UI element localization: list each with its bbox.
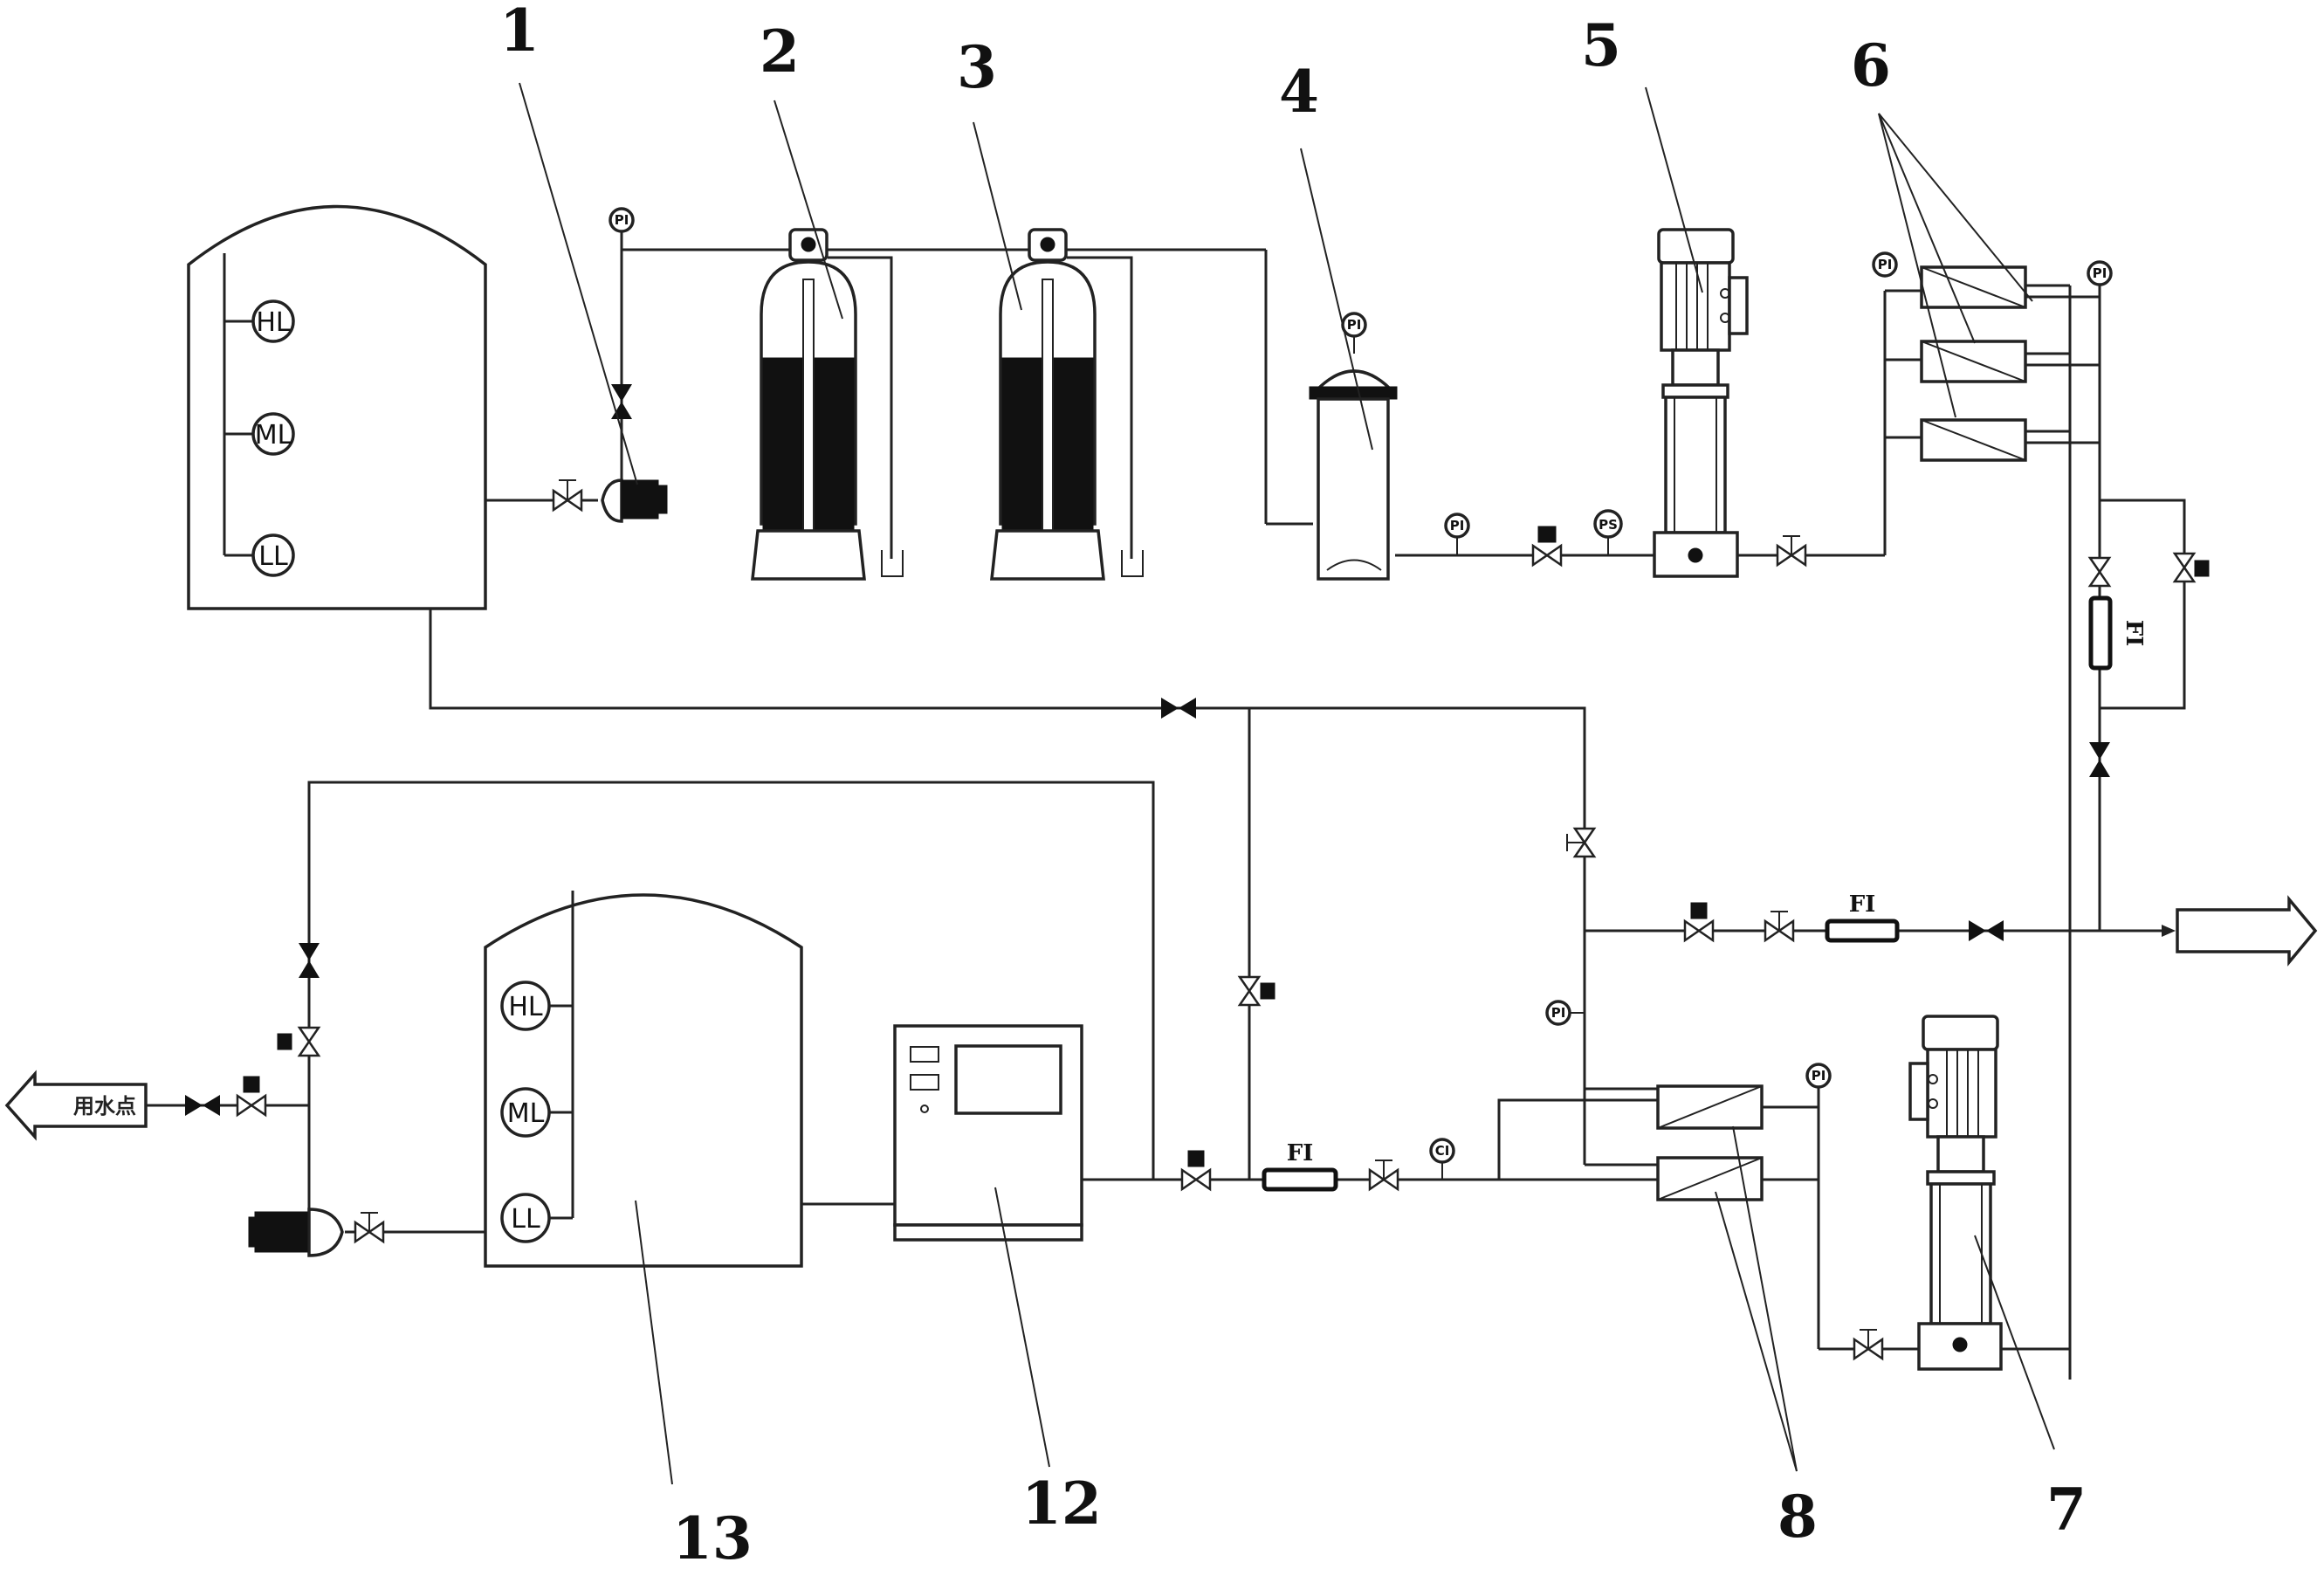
callout-13: 13 [672,1504,753,1569]
gauge-pi-6: PI [1805,1063,1832,1089]
check-valve-icon [1161,698,1196,719]
first-stage-ro-membranes [1920,265,2027,462]
svg-text:用水点: 用水点 [73,1094,136,1118]
conductivity-ci: CI [1429,1138,1455,1180]
callouts: 1 2 3 4 5 6 7 8 12 13 [499,0,2087,1569]
control-cabinet [893,1024,1083,1242]
raw-water-pump [552,384,668,523]
callout-1: 1 [499,0,540,65]
gauge-pi-5: PI [1545,1000,1585,1026]
svg-text:PI: PI [1450,518,1465,533]
second-stage-ro-membranes [1656,1084,1764,1201]
flow-indicator-fi-1: FI [2088,595,2147,671]
feed-solenoid-valve-icon [1180,1168,1212,1191]
level-switch-ll-2: LL [500,1193,551,1243]
callout-2: 2 [760,17,800,86]
multimedia-filter [751,228,904,581]
gauge-pi-3: PI [1872,251,1898,278]
bypass-solenoid-valve-icon [2173,552,2196,583]
svg-text:PI: PI [1551,1005,1566,1021]
svg-text:PI: PI [1878,257,1893,272]
gauge-pi-1: PI [609,207,635,233]
callout-3: 3 [957,33,997,101]
use-point-solenoid-valve-icon [236,1094,267,1117]
level-switch-ml-2: ML [500,1087,551,1138]
callout-12: 12 [1021,1469,1102,1538]
svg-text:ML: ML [255,420,292,451]
level-switch-ll: LL [251,533,295,577]
security-filter [1309,336,1398,581]
distribution-pump [248,1208,385,1257]
svg-text:FI: FI [2121,620,2147,647]
solenoid-valve-icon [1531,544,1563,567]
check-valve-icon [2089,742,2110,777]
gauge-pi-4: PI [2087,260,2113,286]
callout-7: 7 [2046,1476,2087,1544]
pressure-switch-ps: PS [1593,509,1623,555]
callout-5: 5 [1581,11,1621,79]
gauge-pi-filter: PI [1341,312,1367,338]
svg-text:ML: ML [507,1098,545,1129]
check-valve-icon [299,943,320,978]
svg-text:PI: PI [2093,265,2107,281]
callout-6: 6 [1851,31,1891,100]
svg-text:PI: PI [1347,317,1362,333]
svg-text:HL: HL [256,307,291,338]
check-valve-icon [185,1095,220,1116]
svg-text:FI: FI [1287,1140,1314,1166]
dist-solenoid-valve-icon [298,1026,320,1057]
flow-indicator-fi-3: FI [1262,1140,1338,1192]
level-switch-hl: HL [251,299,295,343]
callout-8: 8 [1777,1483,1818,1551]
callout-4: 4 [1279,58,1319,126]
return-solenoid-valve-icon [1238,975,1261,1007]
raw-water-tank: HL ML LL [187,204,487,610]
gauge-pi-2: PI [1444,513,1470,555]
level-switch-hl-2: HL [500,981,551,1031]
product-outlet-arrow [2176,895,2318,967]
pure-water-tank: HL ML LL [484,891,803,1268]
svg-text:LL: LL [258,541,288,572]
check-valve-icon [611,384,632,419]
high-pressure-pump-1 [1653,228,1749,578]
flow-indicator-fi-2: FI [1825,891,1900,943]
svg-text:PI: PI [615,212,629,228]
concentrate-valve-icon [2088,556,2111,588]
svg-text:HL: HL [508,992,543,1022]
check-valve-icon [1969,920,2004,941]
piping [146,227,2186,1380]
product-solenoid-valve-icon [1683,919,1715,942]
high-pressure-pump-2 [1908,1015,2003,1371]
svg-text:FI: FI [1849,891,1876,918]
level-switch-ml: ML [251,412,295,456]
svg-text:PI: PI [1812,1068,1826,1084]
activated-carbon-filter [990,228,1144,581]
use-point-arrow: 用水点 [4,1070,148,1141]
svg-text:CI: CI [1435,1143,1450,1159]
svg-text:PS: PS [1599,517,1618,533]
svg-text:LL: LL [511,1204,540,1235]
